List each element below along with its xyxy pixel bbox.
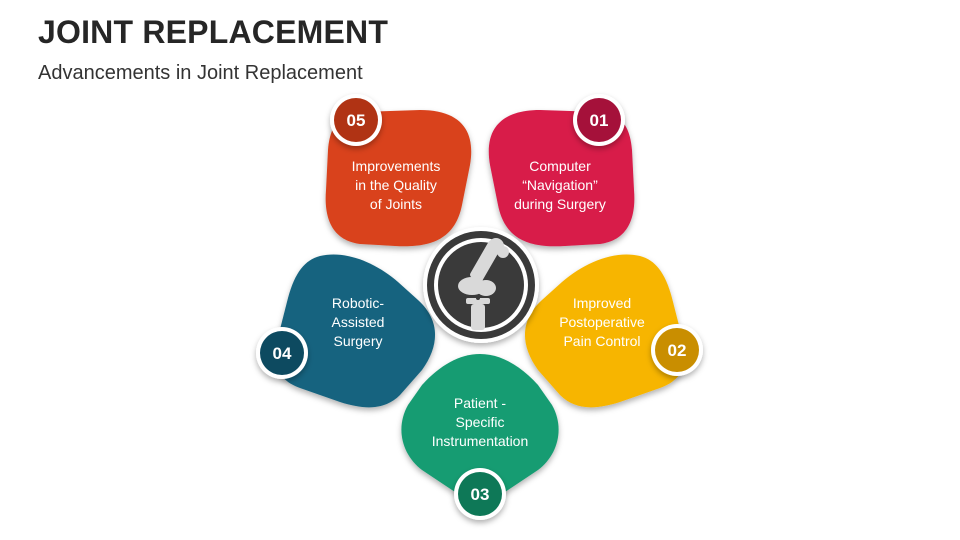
item-04-number: 04 — [273, 344, 292, 363]
item-03-badge — [458, 472, 502, 516]
item-03-number: 03 — [471, 485, 490, 504]
item-01-line-2: “Navigation” — [522, 177, 598, 193]
item-01: 01 Computer “Navigation” during Surgery — [488, 94, 635, 247]
item-01-line-3: during Surgery — [514, 196, 606, 212]
item-03-shape — [401, 354, 559, 498]
item-04-badge — [260, 331, 304, 375]
item-03-line-3: Instrumentation — [432, 433, 529, 449]
item-05: 05 Improvements in the Quality of Joints — [325, 94, 472, 247]
item-04-line-3: Surgery — [333, 333, 382, 349]
item-02-shape — [524, 254, 686, 408]
item-02-badge — [655, 328, 699, 372]
item-04-line-1: Robotic- — [332, 295, 384, 311]
item-05-number: 05 — [347, 111, 366, 130]
item-04: 04 Robotic- Assisted Surgery — [256, 254, 436, 408]
item-03-line-1: Patient - — [454, 395, 506, 411]
knee-joint-icon — [423, 227, 539, 343]
item-02: 02 Improved Postoperative Pain Control — [524, 254, 703, 408]
page-subtitle: Advancements in Joint Replacement — [38, 62, 363, 84]
item-05-line-2: in the Quality — [355, 177, 437, 193]
item-02-line-1: Improved — [573, 295, 631, 311]
item-05-badge — [334, 98, 378, 142]
item-02-line-2: Postoperative — [559, 314, 645, 330]
page-title: JOINT REPLACEMENT — [38, 14, 389, 50]
item-05-line-3: of Joints — [370, 196, 422, 212]
item-04-shape — [274, 254, 436, 408]
item-01-badge — [577, 98, 621, 142]
item-02-number: 02 — [668, 341, 687, 360]
item-05-line-1: Improvements — [352, 158, 441, 174]
item-01-number: 01 — [590, 111, 609, 130]
item-04-line-2: Assisted — [332, 314, 385, 330]
item-02-line-3: Pain Control — [563, 333, 640, 349]
item-03: 03 Patient - Specific Instrumentation — [401, 354, 559, 520]
item-01-line-1: Computer — [529, 158, 591, 174]
item-03-line-2: Specific — [455, 414, 504, 430]
